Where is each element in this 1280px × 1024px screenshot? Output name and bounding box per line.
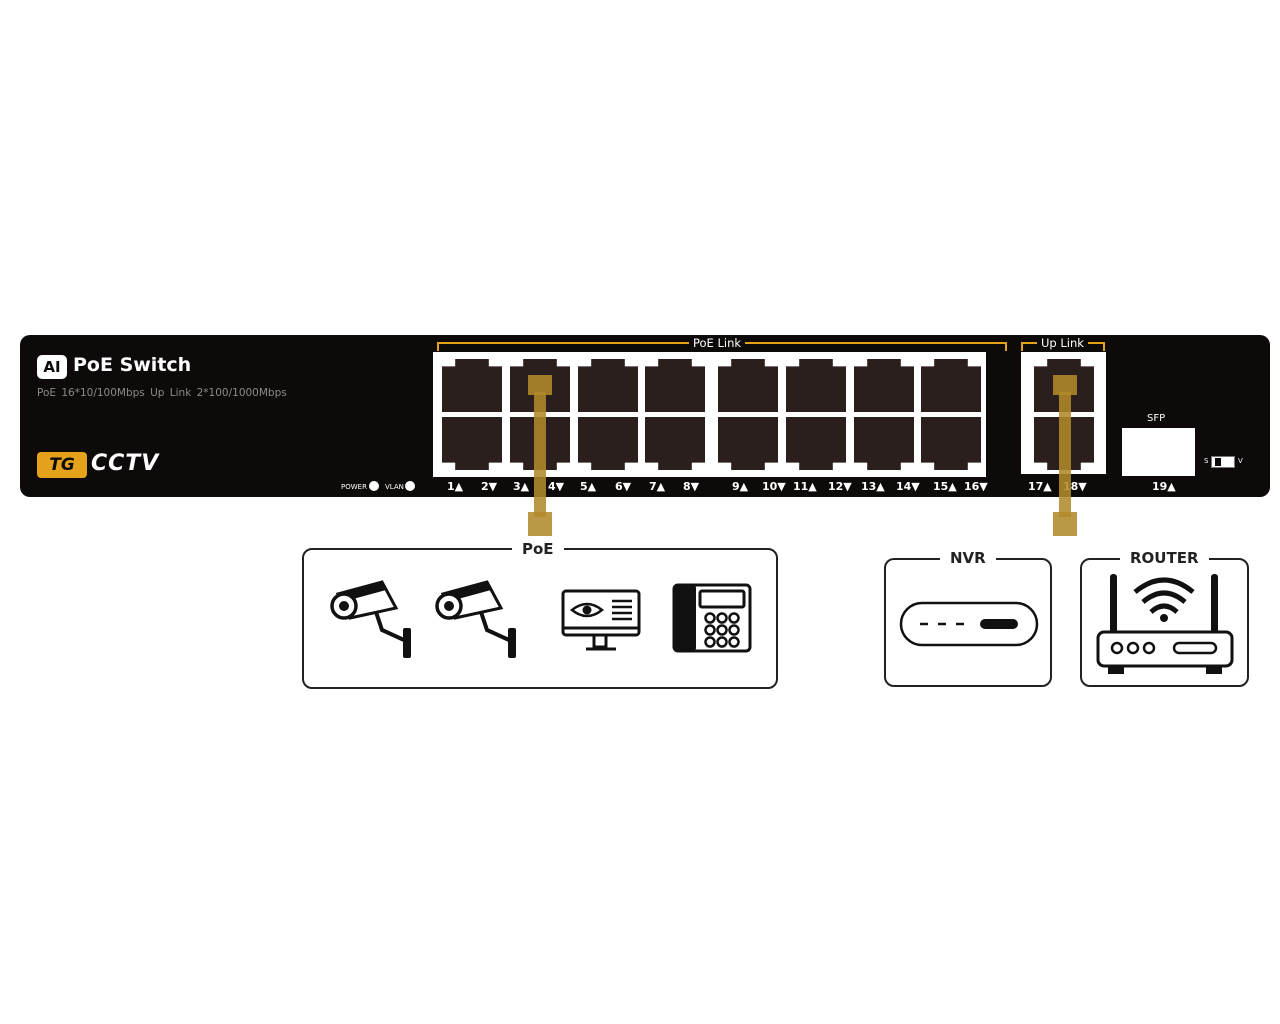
ethernet-port[interactable] bbox=[718, 417, 778, 470]
uplink-label: Up Link bbox=[1037, 336, 1088, 350]
ip-phone-icon bbox=[672, 583, 752, 653]
port-number-label: 13▲ bbox=[861, 480, 885, 493]
poe-devices-title: PoE bbox=[512, 540, 564, 558]
port-number-label: 10▼ bbox=[762, 480, 786, 493]
cctv-camera-icon bbox=[435, 580, 516, 658]
poe-link-label: PoE Link bbox=[689, 336, 746, 350]
ethernet-port[interactable] bbox=[854, 359, 914, 412]
ethernet-port[interactable] bbox=[786, 417, 846, 470]
dip-v-label: V bbox=[1238, 457, 1243, 465]
dip-switch-knob bbox=[1215, 458, 1221, 466]
brand-name: CCTV bbox=[91, 451, 160, 476]
port-number-label: 8▼ bbox=[683, 480, 700, 493]
cable-uplink bbox=[1059, 392, 1071, 517]
port-number-label: 4▼ bbox=[548, 480, 565, 493]
cable-plug-poe bbox=[528, 375, 552, 395]
port-number-label: 9▲ bbox=[732, 480, 749, 493]
port-number-label: 3▲ bbox=[513, 480, 530, 493]
ethernet-port[interactable] bbox=[718, 359, 778, 412]
ethernet-port[interactable] bbox=[786, 359, 846, 412]
ethernet-port[interactable] bbox=[578, 359, 638, 412]
wifi-router-icon bbox=[1096, 574, 1234, 674]
ethernet-port[interactable] bbox=[645, 417, 705, 470]
dip-switch[interactable] bbox=[1211, 456, 1235, 468]
sfp-slot bbox=[1122, 428, 1195, 476]
switch-title: PoE Switch bbox=[73, 354, 192, 376]
ai-badge: AI bbox=[37, 355, 67, 379]
vlan-led bbox=[405, 481, 415, 491]
brand-logo: TG bbox=[37, 452, 87, 478]
port-number-label: 17▲ bbox=[1028, 480, 1052, 493]
switch-specs: PoE 16*10/100Mbps Up Link 2*100/1000Mbps bbox=[37, 387, 287, 399]
port-number-label: 1▲ bbox=[447, 480, 464, 493]
ethernet-port[interactable] bbox=[921, 359, 981, 412]
router-title: ROUTER bbox=[1120, 549, 1209, 567]
monitor-eye-icon bbox=[561, 589, 641, 651]
port-number-label: 19▲ bbox=[1152, 480, 1176, 493]
ethernet-port[interactable] bbox=[921, 417, 981, 470]
cable-plug-uplink bbox=[1053, 375, 1077, 395]
port-number-label: 14▼ bbox=[896, 480, 920, 493]
cctv-camera-icon bbox=[330, 580, 411, 658]
nvr-device-icon bbox=[899, 601, 1039, 647]
ethernet-port[interactable] bbox=[645, 359, 705, 412]
port-number-label: 15▲ bbox=[933, 480, 957, 493]
ethernet-port[interactable] bbox=[442, 417, 502, 470]
port-number-label: 12▼ bbox=[828, 480, 852, 493]
ethernet-port[interactable] bbox=[578, 417, 638, 470]
dip-s-label: S bbox=[1204, 457, 1209, 465]
sfp-label: SFP bbox=[1147, 413, 1166, 424]
port-number-label: 7▲ bbox=[649, 480, 666, 493]
port-number-label: 11▲ bbox=[793, 480, 817, 493]
nvr-title: NVR bbox=[940, 549, 996, 567]
port-number-label: 2▼ bbox=[481, 480, 498, 493]
ethernet-port[interactable] bbox=[854, 417, 914, 470]
port-number-label: 16▼ bbox=[964, 480, 988, 493]
power-led-label: POWER bbox=[341, 483, 367, 491]
cable-poe-end bbox=[528, 512, 552, 536]
ethernet-port[interactable] bbox=[442, 359, 502, 412]
port-number-label: 5▲ bbox=[580, 480, 597, 493]
vlan-led-label: VLAN bbox=[385, 483, 404, 491]
power-led bbox=[369, 481, 379, 491]
cable-poe bbox=[534, 392, 546, 517]
cable-uplink-end bbox=[1053, 512, 1077, 536]
port-number-label: 6▼ bbox=[615, 480, 632, 493]
